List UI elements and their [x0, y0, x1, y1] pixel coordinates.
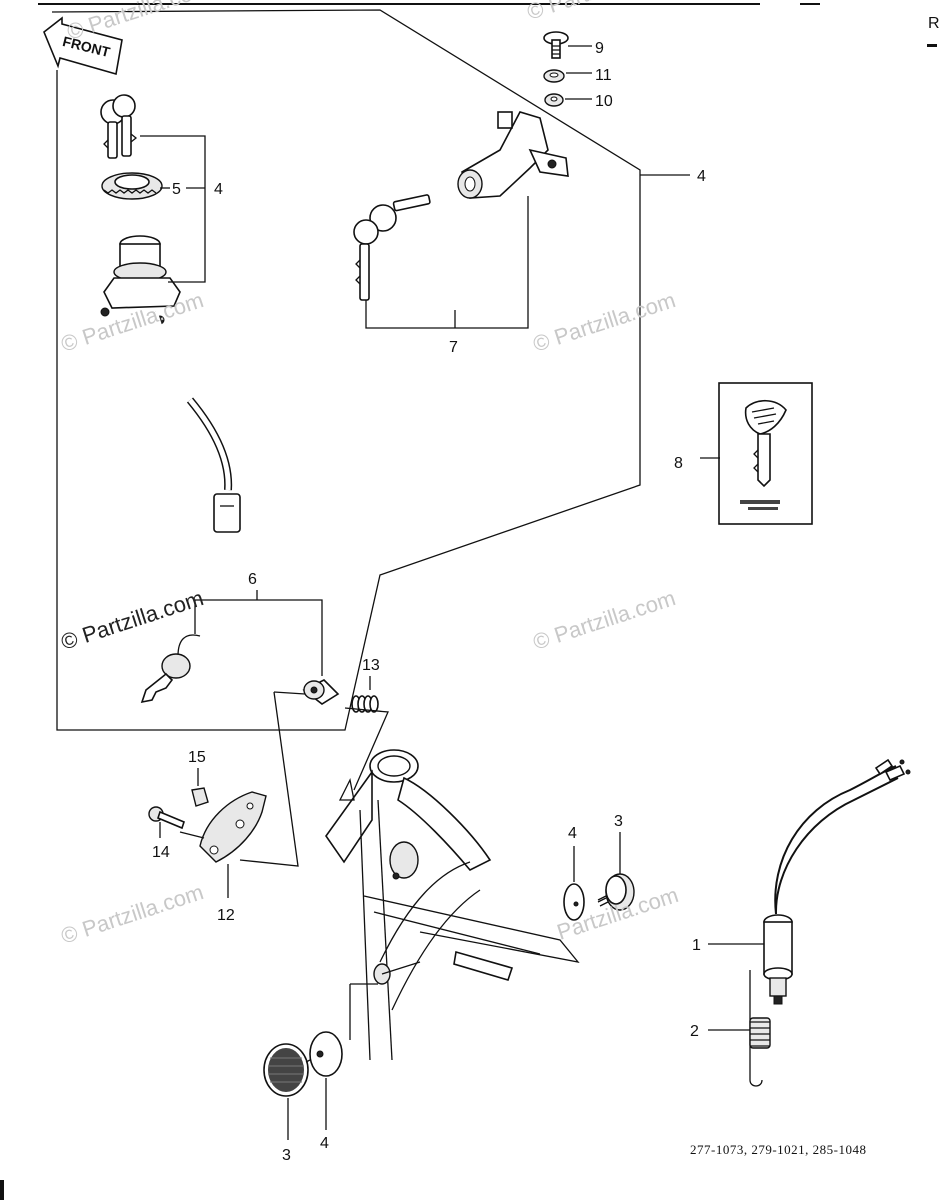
leader-14-group [239, 691, 299, 867]
seat-key-icon [140, 634, 201, 704]
callout-13: 11 [595, 67, 612, 84]
callout-12: 10 [595, 93, 613, 110]
corner-dash [927, 44, 937, 47]
watermark-5: © Partzilla.com [58, 585, 207, 655]
watermark-7: © Partzilla.com [58, 879, 207, 949]
callout-6: 4 [214, 181, 223, 198]
left-edge-mark [0, 1180, 4, 1200]
callout-17: 15 [188, 749, 206, 766]
lock-nut-icon [101, 172, 163, 200]
callout-16: 14 [152, 844, 170, 861]
watermark-6: © Partzilla.com [530, 585, 679, 655]
callout-10: 8 [674, 455, 683, 472]
callout-4-lower: 4 [320, 1135, 329, 1152]
callout-3-lower: 3 [282, 1147, 291, 1164]
callout-4-upper: 4 [568, 825, 577, 842]
leader-8 [194, 599, 323, 676]
leader-9 [365, 196, 529, 329]
washer-icon [543, 69, 565, 83]
nut-icon [191, 787, 209, 807]
cover-plate-icon [199, 791, 267, 863]
reflector-upper-icon [597, 873, 635, 911]
ignition-keys-icon [100, 94, 138, 159]
watermark-4: © Partzilla.com [530, 287, 679, 357]
callout-11: 9 [595, 40, 604, 57]
front-arrow: FRONT [43, 16, 123, 76]
washer-upper-icon [563, 883, 585, 921]
watermark-1: © Partzilla.com [64, 0, 213, 45]
ignition-switch-icon [100, 235, 241, 533]
callout-2: 2 [690, 1023, 699, 1040]
frame-head-icon [325, 749, 580, 1061]
callout-3-upper: 3 [614, 813, 623, 830]
brake-switch-icon [763, 758, 911, 1005]
lock-washer-icon [544, 93, 564, 107]
callout-5: 4 [697, 168, 706, 185]
reflector-lower-icon [263, 1043, 319, 1097]
spring-icon [351, 695, 379, 713]
screw-icon [543, 31, 569, 59]
callout-8: 6 [248, 571, 257, 588]
callout-9: 7 [449, 339, 458, 356]
return-spring-icon [749, 970, 771, 1087]
leader-6 [140, 135, 206, 283]
washer-lower-icon [309, 1031, 343, 1077]
part-codes: 277-1073, 279-1021, 285-1048 [690, 1142, 867, 1157]
steering-lock-icon [457, 111, 569, 199]
callout-14: 12 [217, 907, 235, 924]
steering-keys-icon [353, 194, 431, 301]
callout-15: 13 [362, 657, 380, 674]
assembly-outline [51, 9, 641, 731]
key-tag-card [718, 382, 813, 525]
callout-1: 1 [692, 937, 701, 954]
corner-mark: R [928, 15, 940, 32]
callout-7: 5 [172, 181, 181, 198]
bolt-icon [148, 806, 185, 830]
lock-cylinder-icon [302, 679, 340, 705]
